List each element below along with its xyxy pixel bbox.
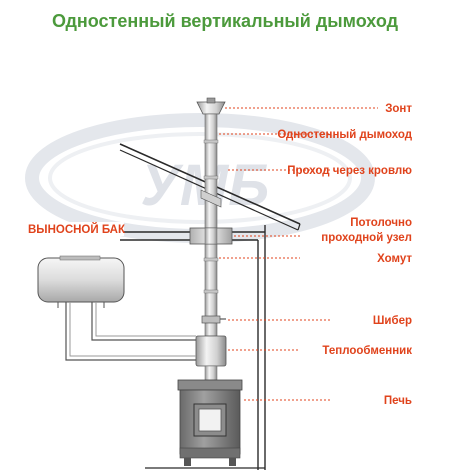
page-title: Одностенный вертикальный дымоход [52, 11, 399, 31]
chimney-pipe [203, 113, 219, 337]
labels: Зонт Одностенный дымоход Проход через кр… [277, 103, 412, 407]
label-zont: Зонт [385, 103, 412, 115]
label-ceiling-line2: проходной узел [321, 232, 412, 244]
heat-exchanger [195, 335, 227, 381]
walls [257, 225, 266, 470]
damper [201, 315, 226, 324]
label-clamp: Хомут [377, 253, 412, 265]
tank-label: ВЫНОСНОЙ БАК [28, 223, 126, 236]
stove [177, 379, 243, 466]
label-roof-passage: Проход через кровлю [287, 165, 412, 177]
label-heat-exchanger: Теплообменник [322, 345, 412, 357]
label-ceiling-line1: Потолочно [350, 217, 412, 229]
tank-pipes [65, 302, 196, 361]
ceiling-passage-node [189, 227, 233, 245]
roof-passage [200, 189, 222, 208]
label-damper: Шибер [373, 315, 412, 327]
chimney-cap [196, 97, 226, 115]
remote-tank [37, 255, 125, 308]
label-single-chimney: Одностенный дымоход [277, 129, 412, 141]
tank-label-box [26, 222, 124, 236]
leader-lines [219, 107, 378, 401]
label-stove: Печь [384, 395, 412, 407]
